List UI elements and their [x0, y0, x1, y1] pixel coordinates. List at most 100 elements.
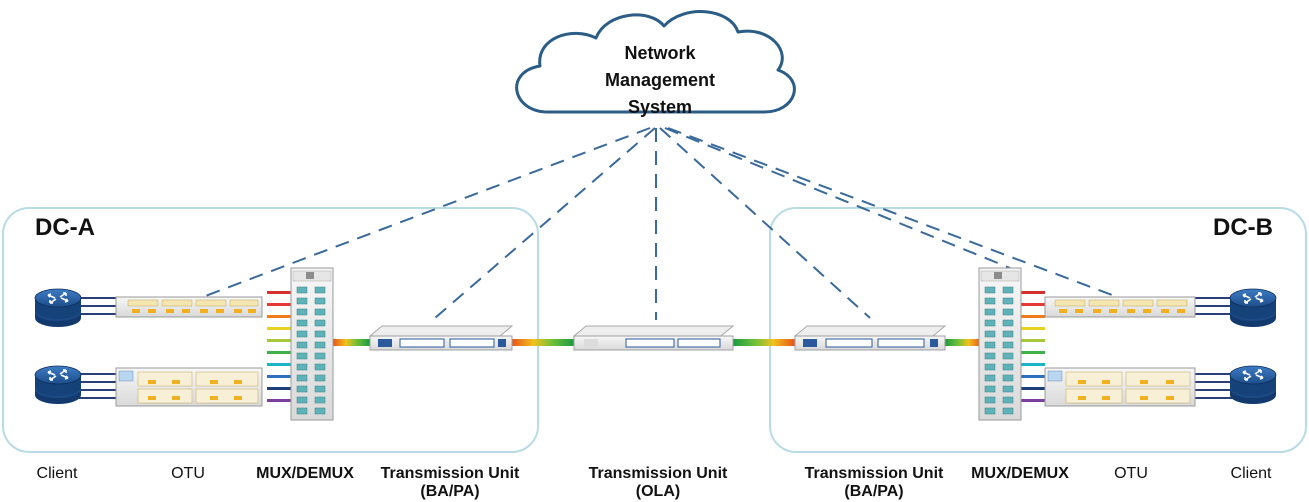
mux-port: [984, 363, 996, 371]
mux-port: [984, 396, 996, 404]
label-client-left: Client: [36, 465, 78, 482]
nms-line-1: Network: [624, 43, 696, 63]
label-tu-left: Transmission Unit (BA/PA): [370, 465, 530, 501]
wavelength-line: [267, 387, 291, 390]
mux-port: [314, 374, 326, 382]
mux-demux-right: [978, 267, 1022, 421]
router-icon: [34, 365, 82, 404]
mux-port: [1002, 308, 1014, 316]
label-tu-left-line2: (BA/PA): [420, 483, 480, 500]
mux-port: [1002, 297, 1014, 305]
otu-right-top: [1044, 296, 1196, 318]
mgmt-link-otu-b: [667, 127, 1121, 299]
label-otu-left: OTU: [171, 465, 205, 482]
label-tu-right: Transmission Unit (BA/PA): [794, 465, 954, 501]
mux-port: [984, 297, 996, 305]
transmission-unit-ba-pa-right: [793, 325, 947, 351]
mux-port: [296, 330, 308, 338]
mux-port: [984, 341, 996, 349]
label-mux-demux-left: MUX/DEMUX: [256, 465, 354, 482]
mux-port: [1002, 319, 1014, 327]
transmission-unit-ola: [572, 325, 735, 351]
wavelength-line: [1021, 339, 1045, 342]
mgmt-link-tu-b: [659, 127, 871, 319]
mux-port: [1002, 286, 1014, 294]
mux-port: [1002, 396, 1014, 404]
wavelength-line: [1021, 303, 1045, 306]
mux-port: [314, 396, 326, 404]
mux-port: [984, 385, 996, 393]
wavelength-line: [1021, 351, 1045, 354]
router-icon: [34, 288, 82, 327]
label-tu-left-line1: Transmission Unit: [380, 465, 520, 482]
fiber-ola-to-tu-b: [733, 339, 795, 346]
mux-port: [296, 374, 308, 382]
mux-port: [296, 286, 308, 294]
otu-left-top: [115, 296, 263, 318]
wavelength-line: [1021, 327, 1045, 330]
router-icon: [1229, 365, 1277, 404]
wavelength-line: [1021, 375, 1045, 378]
transmission-unit-ba-pa-left: [368, 325, 514, 351]
mux-port: [296, 352, 308, 360]
wavelengths-right: [1021, 291, 1045, 402]
management-links: [199, 127, 1121, 320]
wavelength-line: [1021, 315, 1045, 318]
fiber-tu-a-to-ola: [512, 339, 574, 346]
mux-port: [296, 319, 308, 327]
nms-cloud: [515, 10, 796, 114]
wavelength-line: [1021, 291, 1045, 294]
label-tu-right-line1: Transmission Unit: [804, 465, 944, 482]
wavelength-line: [1021, 363, 1045, 366]
mux-port: [296, 385, 308, 393]
site-label-dc-a: DC-A: [35, 214, 95, 241]
mux-port: [1002, 352, 1014, 360]
label-tu-ola: Transmission Unit (OLA): [578, 465, 738, 501]
fiber-tu-b-to-mux-b: [945, 339, 981, 346]
wavelength-line: [267, 375, 291, 378]
label-tu-ola-line1: Transmission Unit: [588, 465, 728, 482]
mux-port: [296, 363, 308, 371]
mux-port: [984, 286, 996, 294]
mux-port: [314, 297, 326, 305]
mux-port: [296, 341, 308, 349]
site-label-dc-b: DC-B: [1213, 214, 1273, 241]
mux-demux-left: [290, 267, 334, 421]
label-mux-demux-right: MUX/DEMUX: [971, 465, 1069, 482]
label-tu-right-line2: (BA/PA): [844, 483, 904, 500]
mux-port: [314, 308, 326, 316]
wavelength-line: [1021, 399, 1045, 402]
wavelength-line: [267, 327, 291, 330]
wavelength-line: [267, 291, 291, 294]
wavelength-line: [267, 399, 291, 402]
wavelength-line: [267, 303, 291, 306]
label-otu-right: OTU: [1114, 465, 1148, 482]
mux-port: [1002, 330, 1014, 338]
mux-port: [314, 385, 326, 393]
mux-port: [1002, 385, 1014, 393]
otu-right-bottom: [1044, 367, 1196, 407]
label-client-right: Client: [1230, 465, 1272, 482]
mux-port: [1002, 341, 1014, 349]
mux-port: [984, 308, 996, 316]
mux-port: [314, 319, 326, 327]
wavelengths-left: [267, 291, 291, 402]
mux-port: [1002, 363, 1014, 371]
otu-left-bottom: [115, 367, 263, 407]
mux-port: [314, 407, 326, 415]
mux-port: [984, 330, 996, 338]
nms-line-2: Management: [604, 70, 716, 90]
wavelength-line: [267, 363, 291, 366]
mux-port: [984, 319, 996, 327]
mgmt-link-tu-a: [434, 127, 656, 319]
mux-port: [984, 374, 996, 382]
mux-port: [314, 352, 326, 360]
wavelength-line: [267, 351, 291, 354]
label-tu-ola-line2: (OLA): [635, 483, 681, 500]
mux-port: [984, 352, 996, 360]
mux-port: [314, 363, 326, 371]
mux-port: [314, 286, 326, 294]
router-icon: [1229, 288, 1277, 327]
mux-port: [314, 330, 326, 338]
mux-port: [1002, 374, 1014, 382]
